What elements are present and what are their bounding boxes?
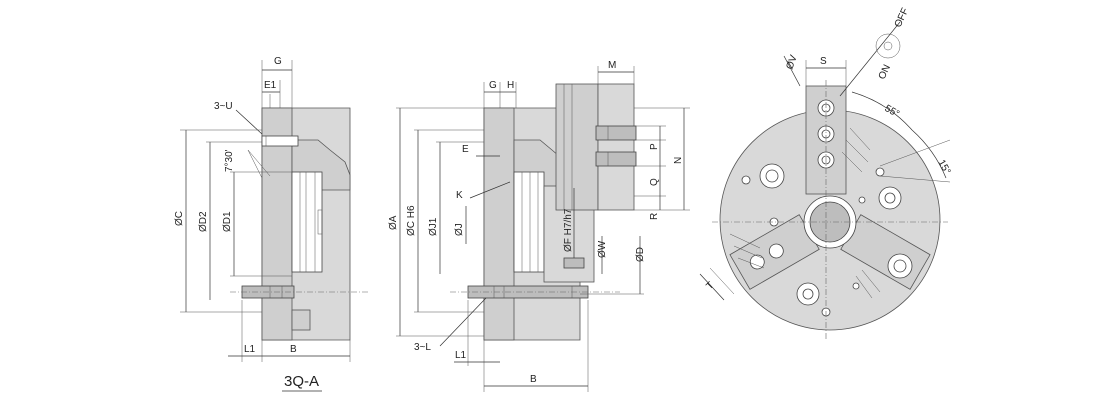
mid-dim-w: ØW xyxy=(597,240,608,258)
mid-dim-p: P xyxy=(649,143,660,150)
mid-dim-m: M xyxy=(608,60,616,71)
mid-chuck-face xyxy=(483,107,515,341)
middle-section-view: G H M E K ØA ØC H6 ØJ1 ØJ ØF H7/h7 ØW xyxy=(388,60,690,392)
mid-dim-g: G xyxy=(489,80,497,91)
mid-dim-j: ØJ xyxy=(454,223,465,236)
right-dim-v: ØV xyxy=(784,53,799,71)
left-inner-bore xyxy=(291,171,323,273)
left-dim-angle: 7°30' xyxy=(224,149,235,172)
mid-dim-r: R xyxy=(649,213,660,220)
mid-dim-n: N xyxy=(673,157,684,164)
right-front-view: ØV S OFF ON 55° 15° T xyxy=(699,6,952,340)
mid-cylinder xyxy=(555,83,599,211)
right-dim-s: S xyxy=(820,56,827,67)
left-dim-g: G xyxy=(274,56,282,67)
left-dim-l1: L1 xyxy=(244,344,256,355)
right-label-on: ON xyxy=(877,63,893,81)
left-dim-d2: ØD2 xyxy=(198,211,209,232)
mid-dim-ch6: ØC H6 xyxy=(406,205,417,236)
mid-dim-a: ØA xyxy=(388,215,399,230)
left-side-view: G E1 3~U 7°30' ØC ØD2 ØD1 L1 B 3Q-A xyxy=(174,56,370,392)
mid-dim-l1: L1 xyxy=(455,350,467,361)
right-dim-15: 15° xyxy=(935,158,952,177)
mid-dim-l: 3~L xyxy=(414,342,431,353)
left-dim-u: 3~U xyxy=(214,101,233,112)
mid-dim-j1: ØJ1 xyxy=(428,217,439,236)
left-dim-e1: E1 xyxy=(264,80,277,91)
left-top-bolt xyxy=(261,135,299,147)
mid-dim-e: E xyxy=(462,144,469,155)
left-dim-b: B xyxy=(290,344,297,355)
mid-stem-w xyxy=(563,257,585,269)
mid-dim-fh7: ØF H7/h7 xyxy=(563,208,574,252)
right-label-off: OFF xyxy=(893,6,911,29)
mid-dim-q: Q xyxy=(649,178,660,186)
drawing-title: 3Q-A xyxy=(284,373,319,390)
on-off-key-icon xyxy=(875,33,901,59)
mid-dim-b: B xyxy=(530,374,537,385)
left-chuck-face xyxy=(261,107,293,341)
left-dim-d1: ØD1 xyxy=(222,211,233,232)
mid-port-q xyxy=(595,151,637,167)
mid-dim-h: H xyxy=(507,80,514,91)
right-dim-55: 55° xyxy=(883,103,902,120)
mid-dim-k: K xyxy=(456,190,463,201)
mid-inner-bore xyxy=(513,171,545,273)
left-dim-c: ØC xyxy=(174,211,185,226)
mid-dim-d: ØD xyxy=(635,247,646,262)
mid-port-p xyxy=(595,125,637,141)
